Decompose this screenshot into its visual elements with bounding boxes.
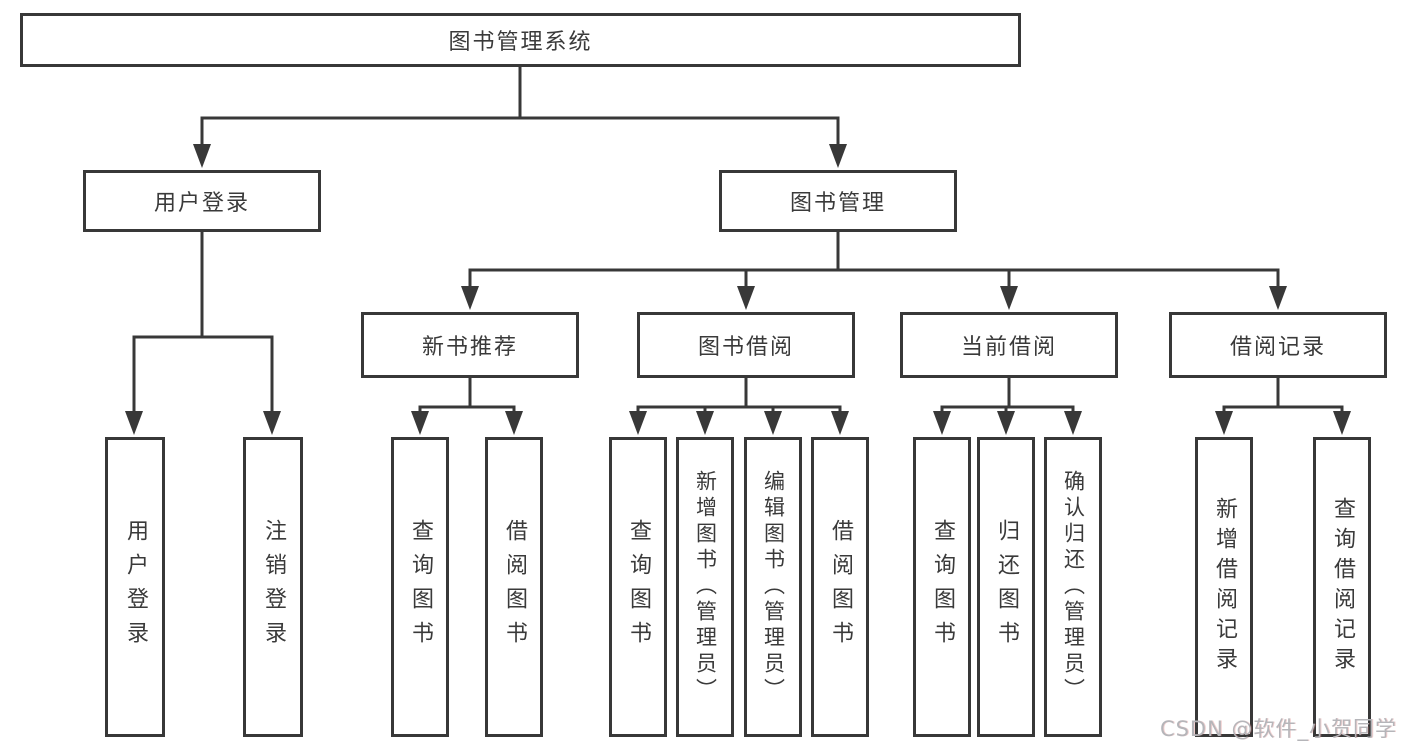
node-new-book-recommendation: 新书推荐 bbox=[361, 312, 579, 378]
leaf-query-books-current: 查询图书 bbox=[913, 437, 971, 737]
leaf-query-books-borrow: 查询图书 bbox=[609, 437, 667, 737]
node-library-management-system: 图书管理系统 bbox=[20, 13, 1021, 67]
leaf-return-books: 归还图书 bbox=[977, 437, 1035, 737]
leaf-logout: 注销登录 bbox=[243, 437, 303, 737]
leaf-query-borrow-record: 查询借阅记录 bbox=[1313, 437, 1371, 737]
node-book-borrowing: 图书借阅 bbox=[637, 312, 855, 378]
leaf-add-borrow-record: 新增借阅记录 bbox=[1195, 437, 1253, 737]
leaf-borrow-books-recommend: 借阅图书 bbox=[485, 437, 543, 737]
leaf-borrow-books: 借阅图书 bbox=[811, 437, 869, 737]
leaf-confirm-return-admin: 确认归还（管理员） bbox=[1044, 437, 1102, 737]
node-user-login: 用户登录 bbox=[83, 170, 321, 232]
node-book-management: 图书管理 bbox=[719, 170, 957, 232]
node-current-borrowing: 当前借阅 bbox=[900, 312, 1118, 378]
leaf-user-login: 用户登录 bbox=[105, 437, 165, 737]
leaf-add-books-admin: 新增图书（管理员） bbox=[676, 437, 734, 737]
watermark: CSDN @软件_小贺同学 bbox=[1159, 717, 1397, 741]
leaf-query-books-recommend: 查询图书 bbox=[391, 437, 449, 737]
node-borrowing-records: 借阅记录 bbox=[1169, 312, 1387, 378]
leaf-edit-books-admin: 编辑图书（管理员） bbox=[744, 437, 802, 737]
